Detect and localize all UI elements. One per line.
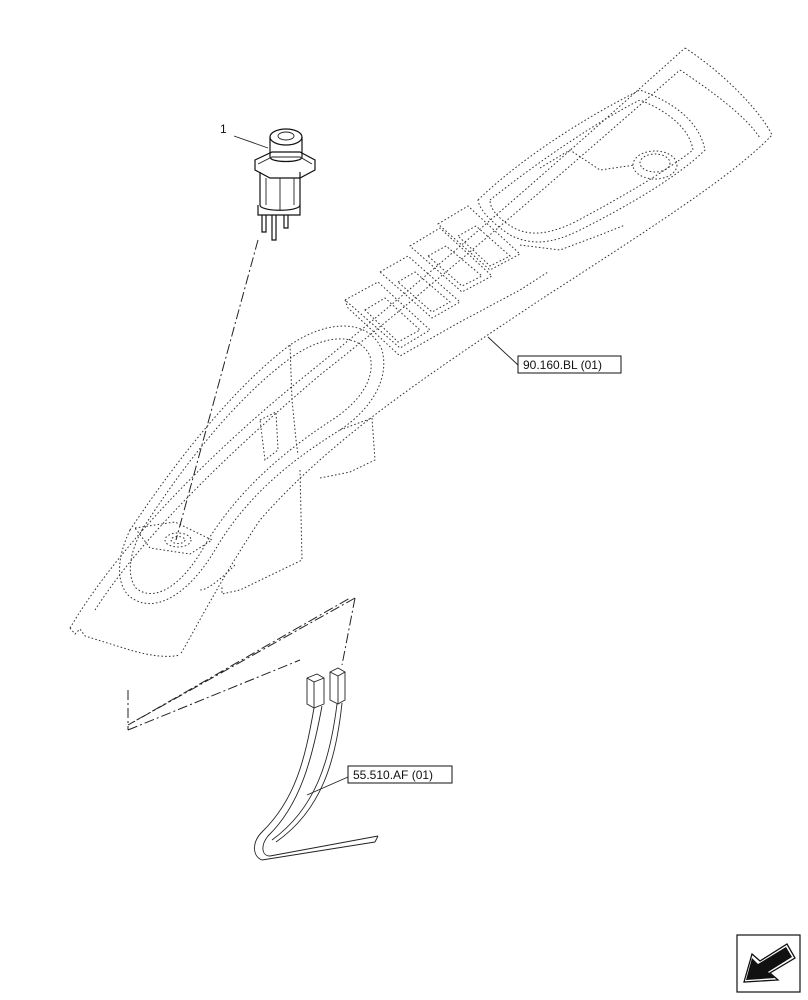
armrest-console <box>69 47 773 657</box>
arrow-down-left-icon[interactable] <box>736 934 801 993</box>
leader-line-1 <box>233 135 269 149</box>
cup-holder-recess <box>119 325 385 604</box>
handle-recess <box>477 89 706 251</box>
assembly-line-harness-right <box>341 597 356 666</box>
assembly-line-switch <box>175 239 259 541</box>
ref-callout-bottom: 55.510.AF (01) <box>306 765 453 796</box>
assembly-line-harness-bottom <box>127 659 301 731</box>
switch-panel <box>344 205 549 357</box>
ref-label-bottom: 55.510.AF (01) <box>353 768 433 782</box>
ref-label-top: 90.160.BL (01) <box>523 358 602 372</box>
wiring-harness <box>254 667 379 861</box>
assembly-line-harness-top <box>127 597 356 726</box>
switch-component <box>254 128 316 241</box>
callout-number-1: 1 <box>220 122 227 136</box>
ref-callout-top: 90.160.BL (01) <box>487 336 622 374</box>
switch-socket <box>134 521 214 555</box>
